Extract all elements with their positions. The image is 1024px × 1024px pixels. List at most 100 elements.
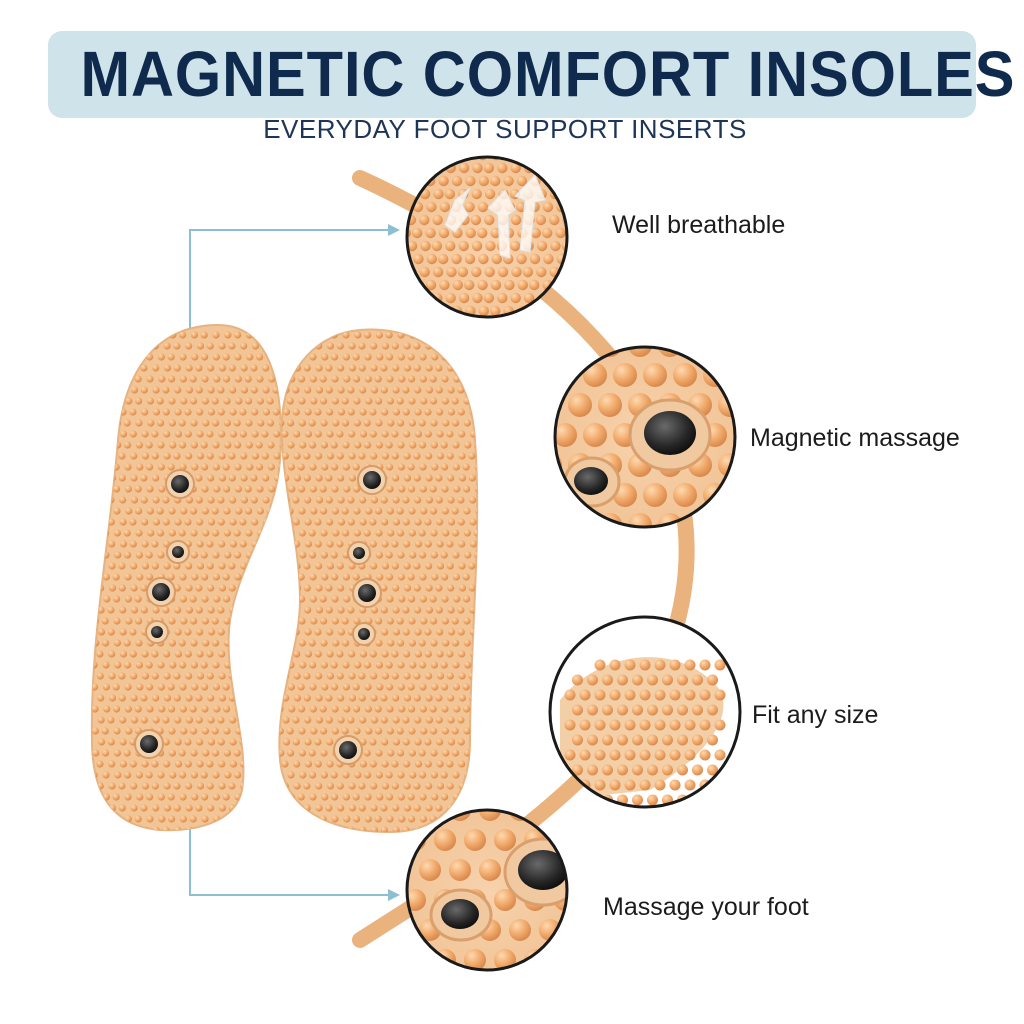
massage-nub xyxy=(129,650,137,658)
massage-nub xyxy=(217,518,225,526)
massage-nub xyxy=(430,617,438,625)
massage-nub xyxy=(484,266,495,278)
massage-nub xyxy=(529,253,541,265)
massage-nub xyxy=(555,157,567,161)
massage-nub xyxy=(134,815,142,823)
massage-nub xyxy=(185,694,193,702)
page-subtitle: EVERYDAY FOOT SUPPORT INSERTS xyxy=(263,114,747,144)
massage-nub xyxy=(662,764,673,776)
massage-nub xyxy=(201,683,209,691)
massage-nub xyxy=(222,573,230,581)
massage-nub xyxy=(151,540,159,548)
massage-nub xyxy=(309,331,317,339)
massage-nub xyxy=(479,859,501,881)
massage-nub xyxy=(469,650,478,658)
massage-nub xyxy=(409,441,417,449)
massage-nub xyxy=(386,573,394,581)
massage-nub xyxy=(579,689,591,701)
massage-nub xyxy=(342,683,350,691)
massage-nub xyxy=(407,353,415,361)
massage-nub xyxy=(292,408,300,416)
massage-nub xyxy=(359,606,367,614)
massage-nub xyxy=(212,661,220,669)
massage-nub xyxy=(412,157,423,161)
massage-nub xyxy=(408,485,416,493)
massage-nub xyxy=(102,573,110,581)
massage-nub xyxy=(353,705,361,713)
massage-nub xyxy=(229,386,237,394)
massage-nub xyxy=(418,292,430,304)
massage-nub xyxy=(119,738,127,746)
massage-nub xyxy=(303,452,311,460)
massage-nub xyxy=(473,529,478,537)
massage-nub xyxy=(319,705,327,713)
massage-nub xyxy=(293,430,301,438)
massage-nub xyxy=(108,474,117,482)
massage-nub xyxy=(348,342,356,350)
massage-nub xyxy=(387,749,395,757)
massage-nub xyxy=(293,760,301,768)
massage-nub xyxy=(185,342,193,350)
massage-nub xyxy=(179,463,187,471)
massage-nub xyxy=(484,214,495,226)
massage-nub xyxy=(179,793,187,801)
massage-nub xyxy=(304,650,313,658)
massage-nub xyxy=(103,485,111,493)
massage-nub xyxy=(228,584,236,592)
massage-nub xyxy=(353,375,361,383)
massage-nub xyxy=(125,397,133,405)
massage-nub xyxy=(632,794,643,806)
massage-nub xyxy=(462,793,470,801)
massage-nub xyxy=(91,485,99,493)
massage-nub xyxy=(130,716,139,724)
massage-nub xyxy=(617,704,628,716)
massage-nub xyxy=(174,518,182,526)
massage-nub xyxy=(262,804,270,812)
massage-nub xyxy=(102,661,110,669)
massage-nub xyxy=(136,573,144,581)
massage-nub xyxy=(458,342,466,350)
massage-nub xyxy=(426,253,437,265)
massage-nub xyxy=(287,771,295,779)
massage-nub xyxy=(196,342,205,350)
massage-nub xyxy=(251,650,259,658)
massage-nub xyxy=(130,606,139,614)
massage-nub xyxy=(273,364,281,372)
massage-nub xyxy=(471,266,482,278)
massage-nub xyxy=(474,441,478,449)
massage-nub xyxy=(261,430,269,438)
massage-nub xyxy=(391,540,399,548)
massage-nub xyxy=(304,540,313,548)
massage-nub xyxy=(375,507,383,515)
massage-nub xyxy=(240,496,249,504)
massage-nub xyxy=(124,485,132,493)
massage-nub xyxy=(337,584,345,592)
massage-nub xyxy=(315,694,323,702)
massage-nub xyxy=(431,793,439,801)
massage-nub xyxy=(439,201,450,213)
massage-nub xyxy=(266,617,274,625)
massage-nub xyxy=(162,496,170,504)
massage-nub xyxy=(272,606,280,614)
massage-nub xyxy=(201,617,209,625)
massage-nub xyxy=(250,694,258,702)
massage-nub xyxy=(124,551,132,559)
massage-nub xyxy=(348,672,356,680)
massage-nub xyxy=(168,727,176,735)
massage-nub xyxy=(245,419,253,427)
massage-nub xyxy=(201,595,209,603)
massage-nub xyxy=(229,540,238,548)
massage-nub xyxy=(315,496,324,504)
massage-nub xyxy=(195,364,203,372)
massage-nub xyxy=(420,617,428,625)
massage-nub xyxy=(207,408,216,416)
massage-nub xyxy=(398,375,406,383)
massage-nub xyxy=(403,452,411,460)
massage-nub xyxy=(446,650,454,658)
massage-nub xyxy=(441,375,449,383)
massage-nub xyxy=(309,441,317,449)
massage-nub xyxy=(414,606,422,614)
massage-nub xyxy=(418,419,426,427)
massage-nub xyxy=(146,463,154,471)
magnet xyxy=(152,583,170,601)
